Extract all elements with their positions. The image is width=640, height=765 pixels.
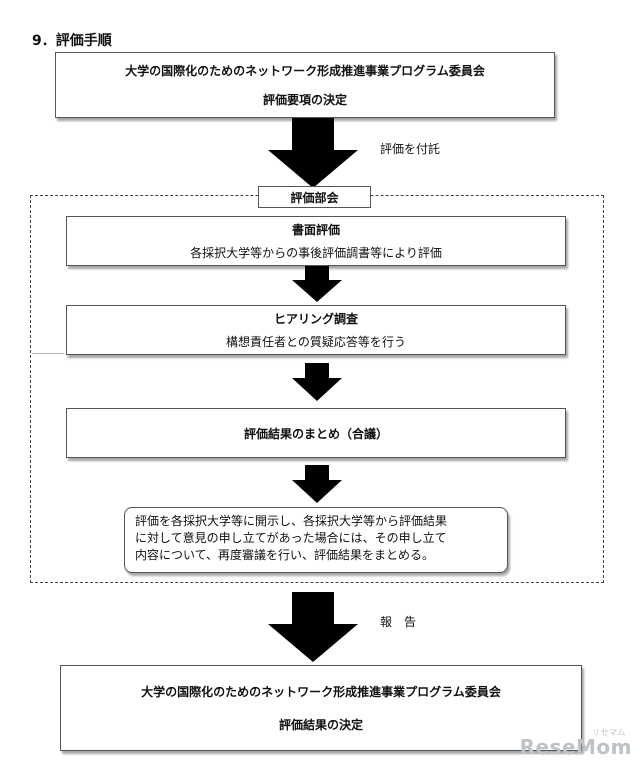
step-summary-title: 評価結果のまとめ（合議）: [243, 426, 388, 441]
arrow-down-large-2: [268, 592, 358, 662]
step-document-review-detail: 各採択大学等からの事後評価調書等により評価: [190, 246, 442, 260]
section-heading: 9．評価手順: [32, 33, 112, 49]
evaluation-subcommittee-label: 評価部会: [258, 186, 371, 208]
committee-box-top: 大学の国際化のためのネットワーク形成推進事業プログラム委員会 評価要項の決定: [55, 52, 555, 118]
divider-line: [32, 353, 64, 354]
step-hearing-detail: 構想責任者との質疑応答等を行う: [226, 335, 406, 349]
delegate-label: 評価を付託: [380, 142, 441, 156]
arrow-down-small-1: [292, 266, 342, 302]
arrow-down-small-2: [292, 363, 342, 401]
committee-box-bottom: 大学の国際化のためのネットワーク形成推進事業プログラム委員会 評価結果の決定: [60, 665, 582, 751]
step-document-review-title: 書面評価: [291, 223, 340, 237]
arrow-down-large-1: [268, 118, 358, 188]
resemom-logo: ReseMom リセマム: [519, 728, 632, 759]
committee-title-top: 大学の国際化のためのネットワーク形成推進事業プログラム委員会: [125, 64, 485, 78]
committee-decision-top: 評価要項の決定: [262, 93, 347, 107]
logo-subtext: リセマム: [592, 728, 626, 737]
appeal-line: 内容について、再度審議を行い、評価結果をまとめる。: [135, 548, 435, 562]
step-document-review: 書面評価 各採択大学等からの事後評価調書等により評価: [66, 216, 566, 266]
appeal-line: 評価を各採択大学等に開示し、各採択大学等から評価結果: [135, 514, 448, 528]
committee-title-bottom: 大学の国際化のためのネットワーク形成推進事業プログラム委員会: [141, 685, 501, 699]
report-label: 報 告: [380, 615, 417, 629]
committee-decision-bottom: 評価結果の決定: [278, 718, 363, 732]
step-summary: 評価結果のまとめ（合議）: [66, 408, 566, 458]
appeal-process-box: 評価を各採択大学等に開示し、各採択大学等から評価結果 に対して意見の申し立てがあ…: [124, 507, 508, 573]
logo-text: ReseMom: [519, 735, 632, 759]
step-hearing: ヒアリング調査 構想責任者との質疑応答等を行う: [66, 305, 566, 355]
arrow-down-small-3: [292, 465, 342, 503]
step-hearing-title: ヒアリング調査: [273, 312, 358, 326]
appeal-line: に対して意見の申し立てがあった場合には、その申し立て: [135, 531, 447, 545]
